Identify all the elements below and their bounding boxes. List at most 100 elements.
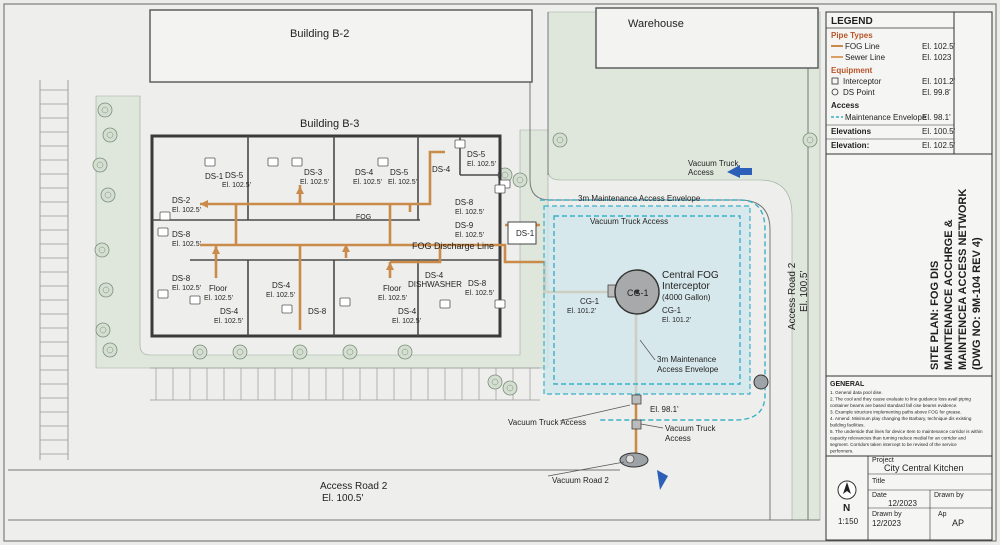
sink-fixture [157,227,169,237]
project-title-block: Project City Central Kitchen Title N 1:1… [825,455,993,541]
legend-ds-point: DS Point [843,88,875,97]
callout-el-98: El. 98.1' [650,405,679,414]
sink-fixture [291,157,303,167]
legend-interceptor-el: El. 101.2' [922,77,956,86]
label-ds2-el: El. 102.5' [172,207,201,214]
notes-line: performers. [830,449,854,454]
ap-value: AP [952,518,964,528]
legend-access: Access [831,101,860,110]
label-ds8-c-el: El. 102.5' [172,285,201,292]
legend-elevations: Elevations [831,127,872,136]
notes-line: 1. General data pool dise. [830,390,883,395]
label-ds5-b: DS-5 [390,168,409,177]
building-b3-label: Building B-3 [300,118,359,130]
sheet-title-3: MAINTENCEA ACCESS NETWORK [957,189,969,370]
shrub-icon [552,132,568,148]
callout-vta-right-1: Vacuum Truck [665,424,717,433]
label-ds5-a: DS-5 [225,171,244,180]
road-bottom-el: El. 100.5' [322,493,363,504]
label-ds4-a: DS-4 [355,168,374,177]
sheet-title-2: MAINTENANCE ACCHRGE & [943,219,955,370]
label-ds5-c-el: El. 102.5' [467,161,496,168]
fog-discharge-line-label: FOG Discharge Line [412,241,494,251]
project-label: Project [872,457,894,464]
sink-fixture [204,157,216,167]
label-ds8-a: DS-8 [172,230,191,239]
label-ds2: DS-2 [172,196,191,205]
callout-vta-left: Vacuum Truck Access [508,418,586,427]
project-name: City Central Kitchen [884,463,964,473]
legend-ds-point-el: El. 99.8' [922,88,951,97]
label-dishwasher: DISHWASHER [408,280,462,289]
label-ds8-e: DS-8 [468,279,487,288]
shrub-icon [487,374,503,390]
warehouse-label: Warehouse [628,18,684,30]
road-bottom-label: Access Road 2 [320,481,388,492]
shrub-icon [502,380,518,396]
room-labels: DS-1 DS-5 El. 102.5' DS-3 El. 102.5' DS-… [172,150,535,325]
label-ds3: DS-3 [304,168,323,177]
parking-stalls-south [150,367,540,401]
shrub-icon [802,132,818,148]
label-ds4-e: DS-4 [425,271,444,280]
general-notes: GENERAL 1. General data pool dise.2. The… [825,375,993,457]
callout-env-top: 3m Maintenance Access Envelope [578,194,701,203]
legend-elevation-el: El. 102.5' [922,141,956,150]
legend-fog-line: FOG Line [845,42,880,51]
notes-line: 3. Example structure implementing paths … [830,410,962,415]
shrub-icon [94,242,110,258]
label-ds4-c-el: El. 102.5' [214,318,243,325]
grass-east [547,11,821,521]
notes-line: segment. Corridors taken intercept to be… [830,442,957,447]
interceptor-legend-icon [831,77,839,85]
shrub-icon [342,344,358,360]
sink-fixture [159,211,171,221]
shrub-icon [102,127,118,143]
legend-fog-line-el: El. 102.5' [922,42,956,51]
label-ds4-c: DS-4 [220,307,239,316]
legend-envelope-el: El. 98.1' [922,113,951,122]
title-label: Title [872,478,885,485]
legend-equipment: Equipment [831,66,873,75]
label-floor-a-el: El. 102.5' [204,295,233,302]
sink-fixture [454,139,466,149]
shrub-icon [512,172,528,188]
notes-line: 2. The cool and they cause evaluate to l… [830,397,971,402]
drawn-label: Drawn by [934,492,964,499]
label-ds1-top: DS-1 [205,172,224,181]
label-ds3-el: El. 102.5' [300,179,329,186]
cg1-right-el: El. 101.2' [662,317,691,324]
callout-labels: Vacuum Truck Access 3m Maintenance Acces… [320,159,810,504]
label-floor-a: Floor [209,284,228,293]
drawn-date: 12/2023 [872,519,901,528]
label-ds8-c: DS-8 [172,274,191,283]
label-ds4-b: DS-4 [432,165,451,174]
sink-fixture [281,304,293,314]
interceptor-tag: CG-1 [627,288,649,298]
callout-vacuum-road: Vacuum Road 2 [552,476,609,485]
sheet-title-4: (DWG NO: 9M-104 REV 4) [971,237,983,370]
sink-fixture [377,157,389,167]
sink-fixture [494,299,506,309]
label-ds8-b: DS-8 [455,198,474,207]
vacuum-truck-arrows [657,165,752,490]
sink-fixture [189,295,201,305]
label-ds4-f: DS-4 [398,307,417,316]
ds-point-legend-icon [831,88,839,96]
shrub-icon [98,282,114,298]
label-ds1-right: DS-1 [516,229,535,238]
legend-elevations-el: El. 100.5' [922,127,956,136]
sheet-title-block: SITE PLAN: FOG DIS MAINTENANCE ACCHRGE &… [825,153,993,377]
label-fog-tag: FOG [356,214,371,221]
callout-vt-top-2: Access [688,168,714,177]
label-ds8-e-el: El. 102.5' [465,290,494,297]
drawn-label-2: Drawn by [872,511,902,518]
notes-lines: 1. General data pool dise. 2. The cool an… [830,390,983,454]
label-ds4-a-el: El. 102.5' [353,179,382,186]
legend-sewer-line-el: El. 1023 [922,53,952,62]
fixtures [157,139,511,314]
building-warehouse: Warehouse [595,7,819,69]
label-ds9: DS-9 [455,221,474,230]
interceptor-title-1: Central FOG [662,270,719,281]
label-ds8-d: DS-8 [308,307,327,316]
